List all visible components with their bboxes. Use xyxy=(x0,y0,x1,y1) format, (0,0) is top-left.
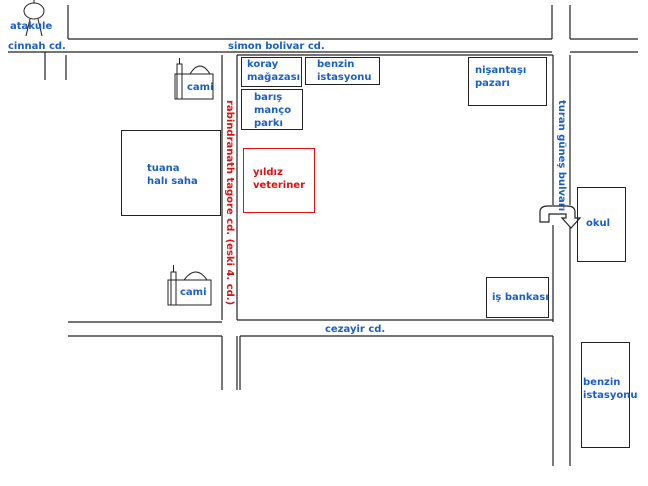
atakule-tower-icon xyxy=(23,0,45,37)
gas-station-top-box xyxy=(305,57,380,85)
koray-label: koray mağazası xyxy=(247,59,301,83)
park-box xyxy=(241,89,303,130)
baris-manco-label: barış manço parkı xyxy=(254,92,292,129)
tuana-field-box xyxy=(121,130,221,216)
atakule-label: atakule xyxy=(10,21,53,32)
street-turan-gunes: turan güneş bulvarı xyxy=(556,100,567,212)
vet-label: yıldız veteriner xyxy=(253,167,306,191)
is-bankasi-label: iş bankası xyxy=(492,292,549,303)
road-lines xyxy=(8,5,638,466)
tuana-label: tuana halı saha xyxy=(147,163,198,187)
vet-box xyxy=(243,148,315,213)
cami-top-label: cami xyxy=(187,82,214,93)
mosque-icon xyxy=(174,58,214,100)
school-box xyxy=(577,187,626,262)
street-cezayir: cezayir cd. xyxy=(325,324,386,335)
mosque-icon xyxy=(167,265,212,306)
nisantasi-label: nişantaşı pazarı xyxy=(475,65,527,89)
benzin-bottom-label: benzin istasyonu xyxy=(583,377,638,401)
okul-label: okul xyxy=(586,218,611,229)
koray-store-box xyxy=(241,57,302,87)
street-rabindranath: rabindranath tagore cd. (eski 4. cd.) xyxy=(224,100,235,306)
street-simon-bolivar: simon bolivar cd. xyxy=(228,41,325,52)
gas-station-bottom-box xyxy=(581,342,630,448)
cami-bottom-label: cami xyxy=(180,287,207,298)
nisantasi-market-box xyxy=(468,57,547,106)
u-turn-icon xyxy=(539,205,582,229)
street-cinnah: cinnah cd. xyxy=(8,41,66,52)
bank-box xyxy=(486,277,549,318)
benzin-top-label: benzin istasyonu xyxy=(317,59,372,83)
